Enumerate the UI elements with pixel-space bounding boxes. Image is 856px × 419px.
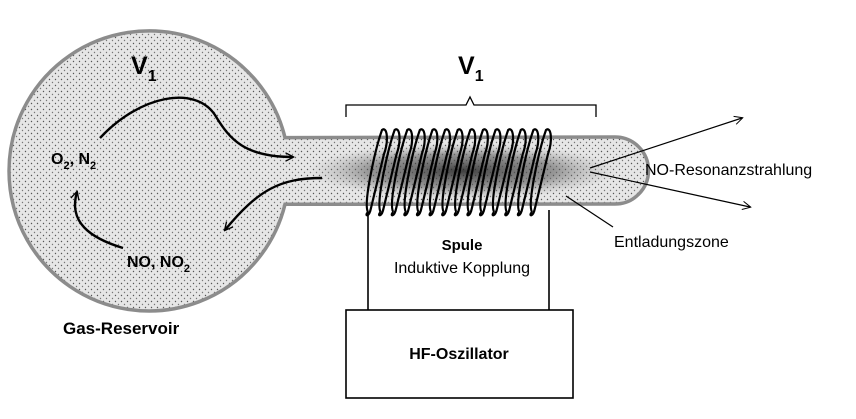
volume-brace — [345, 95, 597, 117]
resonance-ray-lower — [589, 171, 750, 207]
coil-turn — [390, 128, 414, 217]
volume-label-tube: V1 — [458, 52, 484, 85]
coil-turn — [428, 128, 452, 217]
flow-arrow-into-tube — [99, 96, 293, 157]
hf-oscillator-box — [345, 309, 574, 399]
flow-arrow-out-of-tube — [225, 176, 323, 230]
coil-turn — [453, 128, 477, 217]
resonance-ray-upper — [589, 118, 742, 169]
discharge-pointer — [565, 195, 614, 228]
coil-turn — [516, 128, 540, 217]
flow-arrow-conversion — [75, 192, 124, 250]
coil-subtitle: Induktive Kopplung — [394, 260, 530, 277]
coil-turn — [365, 128, 388, 217]
coil-turn — [378, 128, 401, 217]
coil-turn — [504, 128, 527, 217]
coil-turn — [491, 128, 515, 217]
coil-turn — [441, 128, 464, 217]
coil — [365, 128, 552, 217]
coil-turn — [529, 128, 552, 217]
discharge-label: Entladungszone — [614, 234, 729, 251]
gases-label-bottom: NO, NO2 — [127, 254, 190, 275]
volume-label-reservoir: V1 — [131, 52, 157, 85]
gases-label-top: O2, N2 — [51, 151, 96, 172]
oscillator-label: HF-Oszillator — [409, 346, 509, 363]
coil-turn — [403, 128, 426, 217]
coil-turn — [478, 128, 502, 217]
coil-turn — [415, 128, 439, 217]
coil-title: Spule — [442, 237, 483, 254]
coil-turn — [466, 128, 489, 217]
discharge-zone — [307, 143, 617, 199]
reservoir-label: Gas-Reservoir — [63, 319, 180, 338]
resonance-label: NO-Resonanzstrahlung — [645, 162, 812, 179]
